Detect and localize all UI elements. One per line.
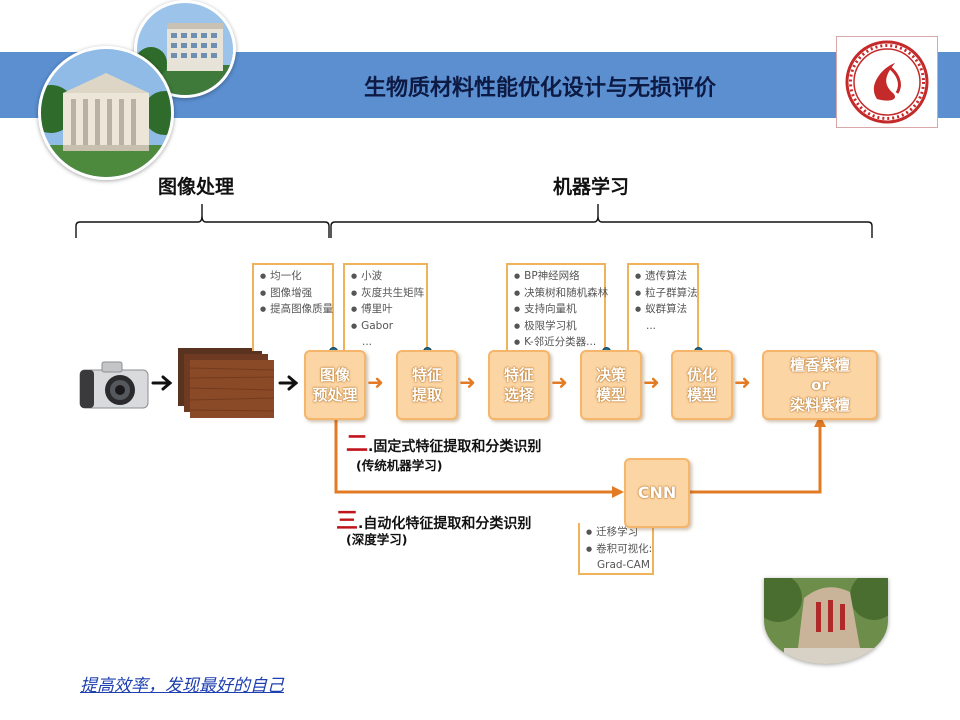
note-item: BP神经网络 <box>514 269 600 286</box>
university-logo <box>836 36 938 128</box>
path-two-text: .固定式特征提取和分类识别 <box>368 439 542 455</box>
note-cnn: 迁移学习 卷积可视化: Grad-CAM <box>578 523 654 575</box>
note-item: Gabor <box>351 319 422 336</box>
note-item: 卷积可视化: <box>586 542 652 559</box>
note-preprocess: 均一化 图像增强 提高图像质量 <box>252 263 334 351</box>
note-item: 小波 <box>351 269 422 286</box>
note-item: 支持向量机 <box>514 302 600 319</box>
section-machine-learning-title: 机器学习 <box>553 176 630 198</box>
arrow-right-icon: ➜ <box>643 370 660 394</box>
note-item: 傅里叶 <box>351 302 422 319</box>
box-optimization-model: 优化 模型 <box>671 350 733 420</box>
note-item: 极限学习机 <box>514 319 600 336</box>
path-two-label: 二.固定式特征提取和分类识别 <box>346 426 541 458</box>
note-item: K-邻近分类器... <box>514 335 600 352</box>
note-item: 蚁群算法 <box>635 302 693 319</box>
section-image-processing-title: 图像处理 <box>158 176 235 198</box>
path-three-subtitle: (深度学习) <box>346 532 408 547</box>
note-item: 灰度共生矩阵 <box>351 286 424 303</box>
path-three-label: 三.自动化特征提取和分类识别 <box>336 503 531 535</box>
note-item: 迁移学习 <box>586 525 648 542</box>
box-cnn: CNN <box>624 458 690 528</box>
box-preprocessing: 图像 预处理 <box>304 350 366 420</box>
page-title: 生物质材料性能优化设计与无损评价 <box>363 76 716 101</box>
note-item: Grad-CAM <box>597 559 650 571</box>
arrow-right-icon: ➜ <box>734 370 751 394</box>
note-item: 粒子群算法 <box>635 286 698 303</box>
note-item: 均一化 <box>260 269 328 286</box>
box-feature-selection: 特征 选择 <box>488 350 550 420</box>
note-item: 图像增强 <box>260 286 328 303</box>
box-decision-model: 决策 模型 <box>580 350 642 420</box>
path-two-number: 二 <box>346 432 369 457</box>
box-feature-extraction: 特征 提取 <box>396 350 458 420</box>
campus-stone-photo <box>764 578 888 664</box>
note-decision-model: BP神经网络 决策树和随机森林 支持向量机 极限学习机 K-邻近分类器... <box>506 263 608 352</box>
arrow-right-icon: ➜ <box>459 370 476 394</box>
note-feature-extraction: 小波 灰度共生矩阵 傅里叶 Gabor ... <box>343 263 428 351</box>
footer-slogan: 提高效率，发现最好的自己 <box>80 676 284 696</box>
note-item: 决策树和随机森林 <box>514 286 608 303</box>
arrow-right-icon: ➜ <box>551 370 568 394</box>
path-three-text: .自动化特征提取和分类识别 <box>358 516 532 532</box>
arrow-right-icon: ➜ <box>367 370 384 394</box>
path-three-number: 三 <box>336 509 359 534</box>
wood-sample-image <box>178 348 275 418</box>
camera-icon <box>78 358 150 414</box>
note-optimization: 遗传算法 粒子群算法 蚁群算法 ... <box>627 263 699 351</box>
note-item: 遗传算法 <box>635 269 693 286</box>
note-item: ... <box>646 319 657 332</box>
path-two-subtitle: (传统机器学习) <box>356 458 443 473</box>
note-item: ... <box>362 336 373 348</box>
box-classification-result: 檀香紫檀 or 染料紫檀 <box>762 350 878 420</box>
note-item: 提高图像质量 <box>260 302 333 319</box>
